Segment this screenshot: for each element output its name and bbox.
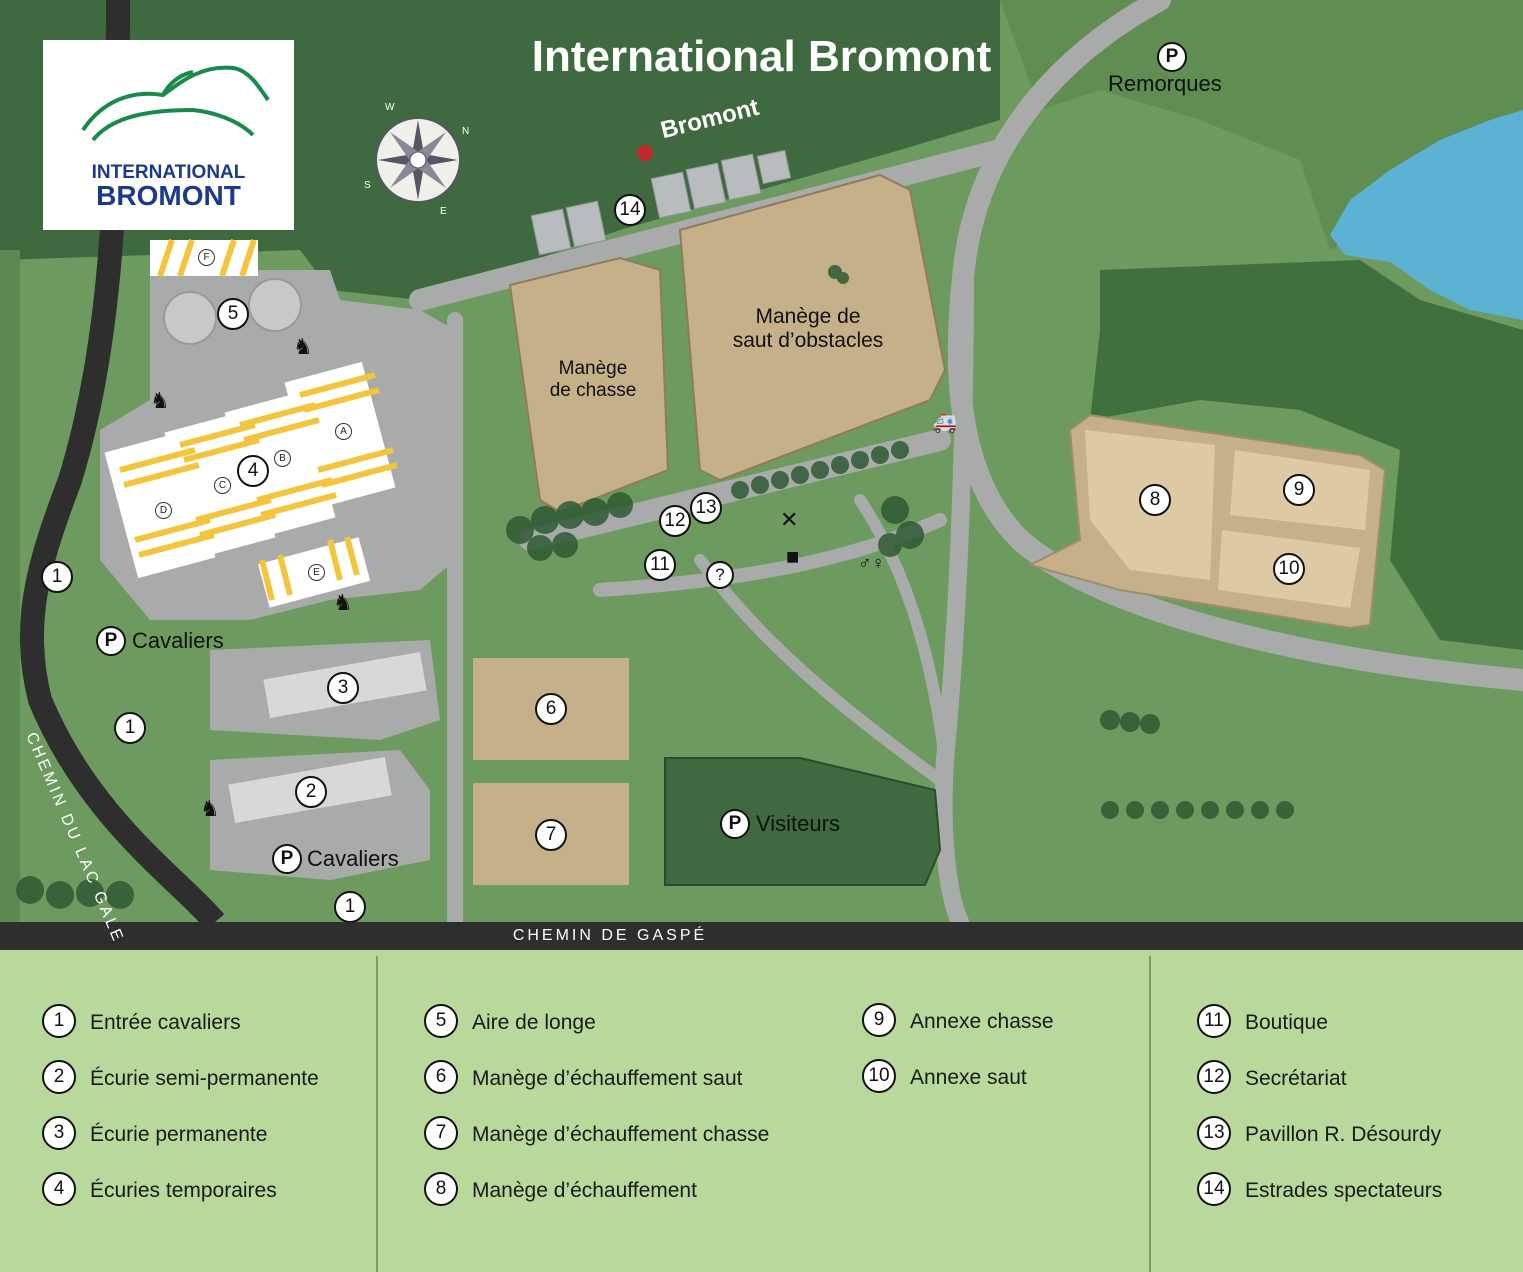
tent-letter-f: F (198, 249, 215, 266)
compass-icon (375, 117, 461, 203)
legend-label: Écuries temporaires (90, 1179, 277, 1202)
marker-14: 14 (614, 194, 646, 226)
legend-number: 6 (424, 1060, 458, 1094)
label-manege-chasse-line1: Manège (558, 358, 628, 379)
legend-number: 1 (42, 1004, 76, 1038)
marker-8: 8 (1139, 484, 1171, 516)
legend-number: 9 (862, 1003, 896, 1037)
legend-number: 12 (1197, 1060, 1231, 1094)
horse-head-icon: ♞ (333, 590, 353, 615)
legend-number: 7 (424, 1116, 458, 1150)
tent-letter-a: A (335, 423, 352, 440)
legend-number: 11 (1197, 1004, 1231, 1038)
horse-head-icon: ♞ (150, 388, 170, 413)
legend-label: Manège d’échauffement (472, 1179, 697, 1202)
label-manege-chasse: Manège de chasse (538, 358, 648, 402)
marker-12: 12 (659, 505, 691, 537)
horse-head-icon: ♞ (293, 334, 313, 359)
legend-label: Estrades spectateurs (1245, 1179, 1443, 1202)
label-manege-chasse-line2: de chasse (549, 380, 637, 401)
horse-head-icon: ♞ (200, 796, 220, 821)
legend-label: Entrée cavaliers (90, 1011, 241, 1034)
legend-number: 2 (42, 1060, 76, 1094)
site-map (0, 0, 1523, 950)
label-manege-saut-obstacles: Manège de saut d’obstacles (708, 305, 908, 353)
marker-10: 10 (1273, 553, 1305, 585)
legend-divider (376, 956, 378, 1272)
legend: 1 Entrée cavaliers 2 Écurie semi-permane… (0, 950, 1523, 1272)
marker-4: 4 (237, 455, 269, 487)
legend-label: Pavillon R. Désourdy (1245, 1123, 1442, 1146)
label-cavaliers-2: Cavaliers (307, 846, 399, 871)
lake (1330, 110, 1523, 320)
label-cavaliers-1: Cavaliers (132, 628, 224, 653)
legend-label: Manège d’échauffement saut (472, 1067, 743, 1090)
logo-line1: INTERNATIONAL (91, 162, 246, 183)
ring-road (947, 0, 1523, 691)
legend-number: 13 (1197, 1116, 1231, 1150)
parking-visiteurs (664, 757, 942, 886)
compass-letter-s: S (364, 180, 371, 191)
compass-letter-w: W (385, 102, 395, 113)
legend-number: 4 (42, 1172, 76, 1206)
compass-letter-n: N (462, 126, 470, 137)
marker-6: 6 (535, 693, 567, 725)
legend-divider (1149, 956, 1151, 1272)
tent-letter-e: E (308, 564, 325, 581)
parking-icon-remorques: P (1157, 42, 1187, 72)
shopping-bag-icon: ■ (786, 544, 800, 569)
parking-icon-visiteurs: P (720, 809, 750, 839)
forest-east (1090, 260, 1523, 650)
legend-number: 3 (42, 1116, 76, 1150)
road-chemin-de-gaspe: CHEMIN DE GASPÉ (0, 922, 1523, 950)
logo-line2: BROMONT (96, 180, 241, 211)
parking-icon-cavaliers-2: P (272, 844, 302, 874)
legend-number: 14 (1197, 1172, 1231, 1206)
marker-1-a: 1 (41, 561, 73, 593)
legend-label: Annexe chasse (910, 1010, 1054, 1033)
marker-1-b: 1 (114, 712, 146, 744)
label-remorques: Remorques (1108, 71, 1222, 96)
tent-letter-d: D (155, 502, 172, 519)
legend-number: 5 (424, 1004, 458, 1038)
tent-letter-b: B (274, 450, 291, 467)
legend-label: Aire de longe (472, 1011, 596, 1034)
legend-number: 8 (424, 1172, 458, 1206)
restroom-icon: ♂♀ (858, 553, 885, 573)
temporary-stables (104, 239, 398, 608)
manege-de-chasse (508, 256, 670, 514)
tent-letter-c: C (214, 477, 231, 494)
map-title: International Bromont (531, 32, 992, 81)
marker-1-c: 1 (334, 891, 366, 923)
legend-label: Annexe saut (910, 1066, 1027, 1089)
label-obstacles-line1: Manège de (755, 305, 861, 328)
marker-7: 7 (535, 819, 567, 851)
marker-9: 9 (1283, 474, 1315, 506)
compass-letter-e: E (440, 206, 447, 217)
info-icon: ? (706, 561, 734, 589)
label-obstacles-line2: saut d’obstacles (732, 329, 884, 352)
manege-saut-obstacles (678, 173, 947, 482)
marker-3: 3 (327, 672, 359, 704)
parking-icon-cavaliers-1: P (96, 626, 126, 656)
road-label-gaspe: CHEMIN DE GASPÉ (512, 927, 708, 944)
horse-jumper-logo-icon (81, 65, 270, 142)
international-bromont-logo: INTERNATIONAL BROMONT (43, 40, 294, 230)
restaurant-icon: ✕ (780, 507, 799, 532)
label-visiteurs: Visiteurs (756, 811, 840, 836)
ambulance-icon: 🚑 (932, 412, 957, 434)
marker-11: 11 (644, 549, 676, 581)
legend-label: Manège d’échauffement chasse (472, 1123, 770, 1146)
legend-label: Boutique (1245, 1011, 1328, 1034)
legend-number: 10 (862, 1059, 896, 1093)
legend-label: Écurie permanente (90, 1123, 268, 1146)
bromont-flower-icon (637, 145, 653, 161)
marker-5: 5 (217, 298, 249, 330)
marker-13: 13 (690, 492, 722, 524)
legend-label: Écurie semi-permanente (90, 1067, 319, 1090)
marker-2: 2 (295, 776, 327, 808)
legend-label: Secrétariat (1245, 1067, 1347, 1090)
